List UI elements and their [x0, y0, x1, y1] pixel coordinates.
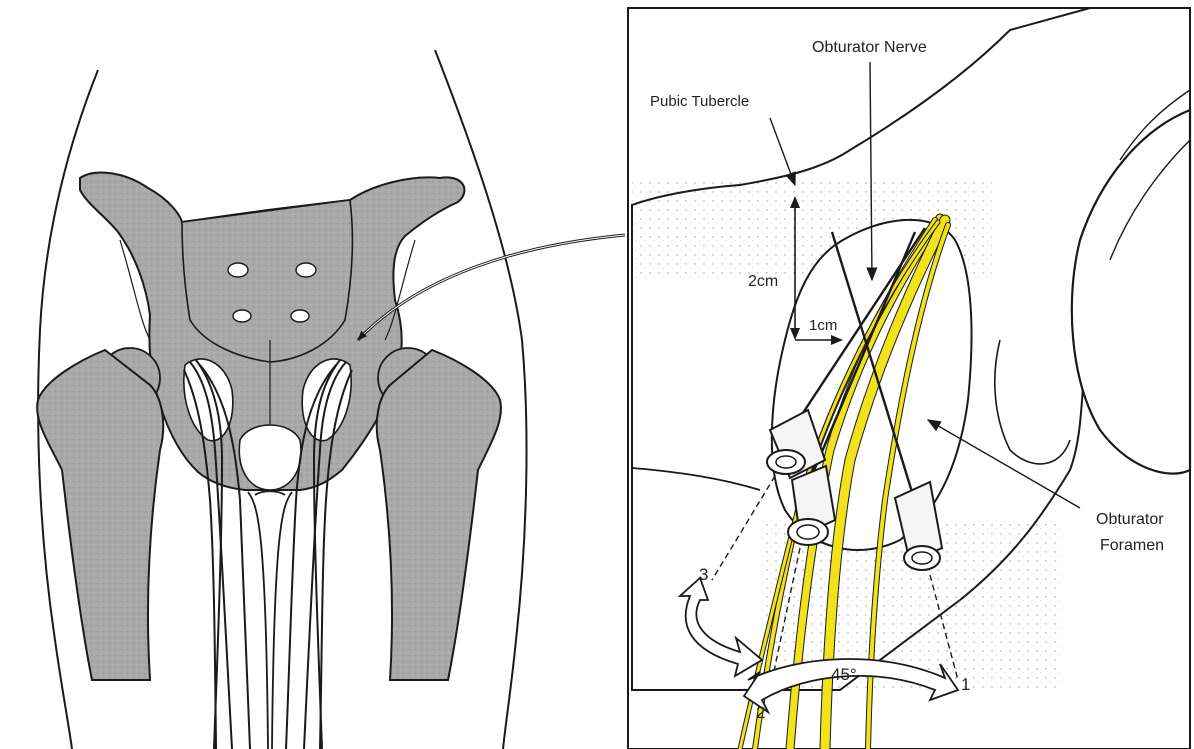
sacrum: [182, 200, 352, 362]
label-obturator-foramen-1: Obturator: [1096, 511, 1164, 528]
sacral-foramen: [291, 310, 309, 322]
sacral-foramen: [296, 263, 316, 277]
femur-left: [37, 350, 163, 680]
midline-structures: [248, 491, 292, 749]
label-needle-2: 2: [756, 703, 765, 722]
needle-hub-2: [788, 466, 835, 545]
label-obturator-nerve: Obturator Nerve: [812, 39, 927, 56]
label-needle-1: 1: [961, 675, 970, 694]
label-obturator-foramen-2: Foramen: [1100, 537, 1164, 554]
femur-right: [377, 350, 501, 680]
label-1cm: 1cm: [809, 317, 837, 334]
detail-panel: Obturator Nerve Pubic Tubercle 2cm 1cm O…: [628, 8, 1190, 749]
sacral-foramen: [228, 263, 248, 277]
pubic-symphysis: [239, 425, 301, 490]
label-needle-3: 3: [699, 565, 708, 584]
label-2cm: 2cm: [748, 273, 778, 290]
sacral-foramen: [233, 310, 251, 322]
pelvis-overview-panel: [37, 50, 625, 749]
label-pubic-tubercle: Pubic Tubercle: [650, 93, 749, 110]
label-angle-45: 45°: [831, 665, 857, 684]
